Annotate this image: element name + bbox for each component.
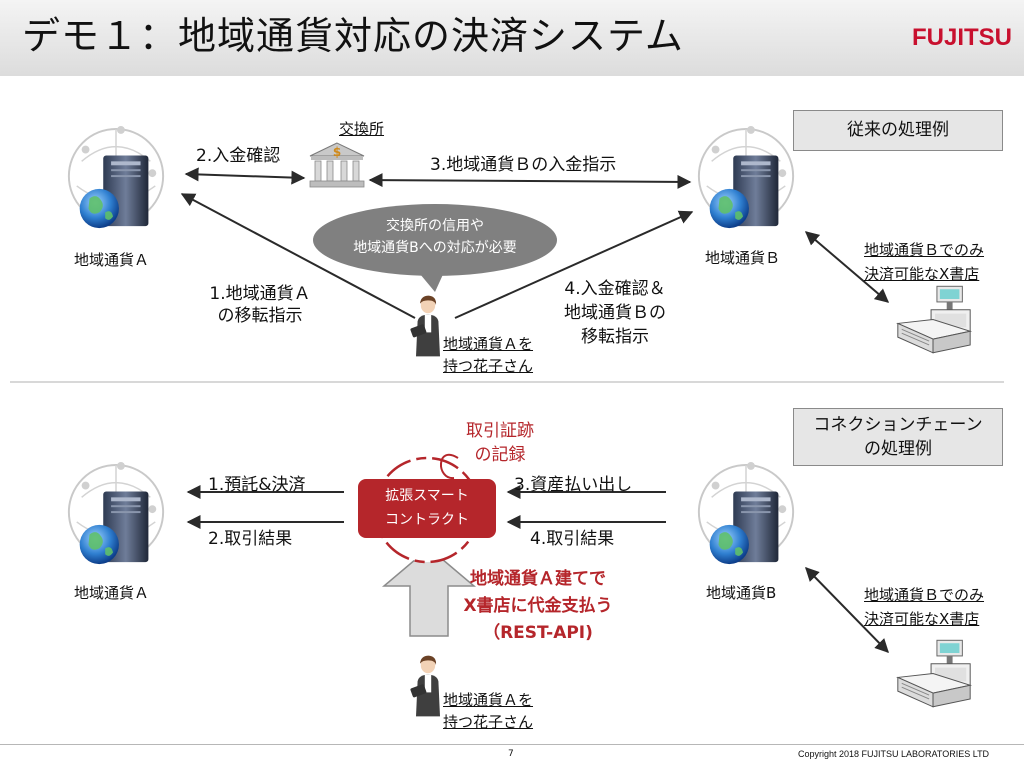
highlight-line-1: 地域通貨Ａ建てで <box>470 569 606 589</box>
title-bar <box>0 0 1024 76</box>
arrow-step3 <box>368 173 692 189</box>
trace-loop <box>440 454 459 479</box>
bubble-line-2: 地域通貨Bへの対応が必要 <box>353 240 517 256</box>
bottom-step1-label: 1.預託&決済 <box>208 475 306 495</box>
cash-register-icon <box>890 638 978 712</box>
highlight-line-2: X書店に代金支払う <box>463 596 613 616</box>
exchange-label: 交換所 <box>339 120 385 138</box>
top-step2-label: 2.入金確認 <box>196 146 281 166</box>
bottom-box-line-1: コネクションチェーン <box>813 415 983 435</box>
bottom-person-label: 地域通貨Ａを 持つ花子さん <box>443 689 533 733</box>
bottom-node-b-label: 地域通貨B <box>706 584 777 602</box>
bottom-person-line-1: 地域通貨Ａを <box>443 691 534 709</box>
arrow-step1 <box>180 193 416 319</box>
contract-line-2: コントラクト <box>385 512 469 528</box>
copyright: Copyright 2018 FUJITSU LABORATORIES LTD <box>798 749 990 759</box>
person-icon <box>408 646 448 726</box>
contract-line-1: 拡張スマート <box>385 488 469 504</box>
server-b-icon <box>692 122 800 240</box>
bottom-method-box: コネクションチェーン の処理例 <box>793 408 1003 466</box>
top-step3-label: 3.地域通貨Ｂの入金指示 <box>430 155 617 175</box>
top-store-label: 地域通貨Ｂでのみ 決済可能なX書店 <box>864 238 984 286</box>
bottom-step4-label: 4.取引結果 <box>530 529 615 549</box>
highlight-line-3: （REST-API) <box>483 623 593 643</box>
server-a-icon <box>62 122 170 240</box>
page-number: 7 <box>508 749 514 759</box>
bottom-step2-label: 2.取引結果 <box>208 529 293 549</box>
footer-rule <box>0 744 1024 745</box>
top-node-a-label: 地域通貨Ａ <box>74 251 150 269</box>
top-store-line-2: 決済可能なX書店 <box>864 265 980 283</box>
top-step1-line-2: の移転指示 <box>217 306 303 326</box>
arrow-step4 <box>454 210 694 319</box>
bank-icon <box>307 140 367 190</box>
person-icon <box>408 286 448 366</box>
top-method-box: 従来の処理例 <box>793 110 1003 151</box>
bottom-step3-label: 3.資産払い出し <box>514 475 633 495</box>
bottom-node-a-label: 地域通貨Ａ <box>74 584 150 602</box>
server-b-icon <box>692 458 800 576</box>
server-a-icon <box>62 458 170 576</box>
trace-label: 取引証跡 の記録 <box>440 419 560 467</box>
top-person-line-2: 持つ花子さん <box>443 357 534 375</box>
bubble-line-1: 交換所の信用や <box>386 218 484 234</box>
bottom-store-line-1: 地域通貨Ｂでのみ <box>864 586 985 604</box>
top-step4-label: 4.入金確認＆ 地域通貨Ｂの 移転指示 <box>540 277 690 349</box>
speech-bubble <box>313 204 557 292</box>
smart-contract-box: 拡張スマート コントラクト <box>358 479 496 538</box>
top-step4-line-1: 4.入金確認＆ <box>564 279 666 299</box>
slide-title: デモ１：地域通貨対応の決済システム <box>22 14 684 58</box>
trace-line-1: 取引証跡 <box>466 421 534 441</box>
top-person-label: 地域通貨Ａを 持つ花子さん <box>443 333 533 377</box>
bottom-person-line-2: 持つ花子さん <box>443 713 534 731</box>
section-divider <box>10 381 1004 383</box>
bottom-store-line-2: 決済可能なX書店 <box>864 610 980 628</box>
store-link-bottom <box>805 566 889 654</box>
top-step4-line-3: 移転指示 <box>581 327 649 347</box>
api-up-arrow <box>381 547 477 637</box>
trace-line-2: の記録 <box>474 445 526 465</box>
top-step4-line-2: 地域通貨Ｂの <box>564 303 666 323</box>
cash-register-icon <box>890 284 978 358</box>
payment-highlight: 地域通貨Ａ建てで X書店に代金支払う （REST-API) <box>448 566 628 647</box>
fujitsu-logo: FUJITSU <box>912 24 1013 51</box>
top-person-line-1: 地域通貨Ａを <box>443 335 534 353</box>
top-store-line-1: 地域通貨Ｂでのみ <box>864 241 985 259</box>
bottom-store-label: 地域通貨Ｂでのみ 決済可能なX書店 <box>864 583 984 631</box>
top-step1-label: 1.地域通貨Ａ の移転指示 <box>190 283 330 327</box>
bubble-text: 交換所の信用や 地域通貨Bへの対応が必要 <box>318 215 552 259</box>
store-link-top <box>804 231 890 303</box>
bottom-box-line-2: の処理例 <box>864 439 932 459</box>
top-step1-line-1: 1.地域通貨Ａ <box>209 284 311 304</box>
top-node-b-label: 地域通貨Ｂ <box>705 249 781 267</box>
arrow-step2 <box>184 167 306 185</box>
